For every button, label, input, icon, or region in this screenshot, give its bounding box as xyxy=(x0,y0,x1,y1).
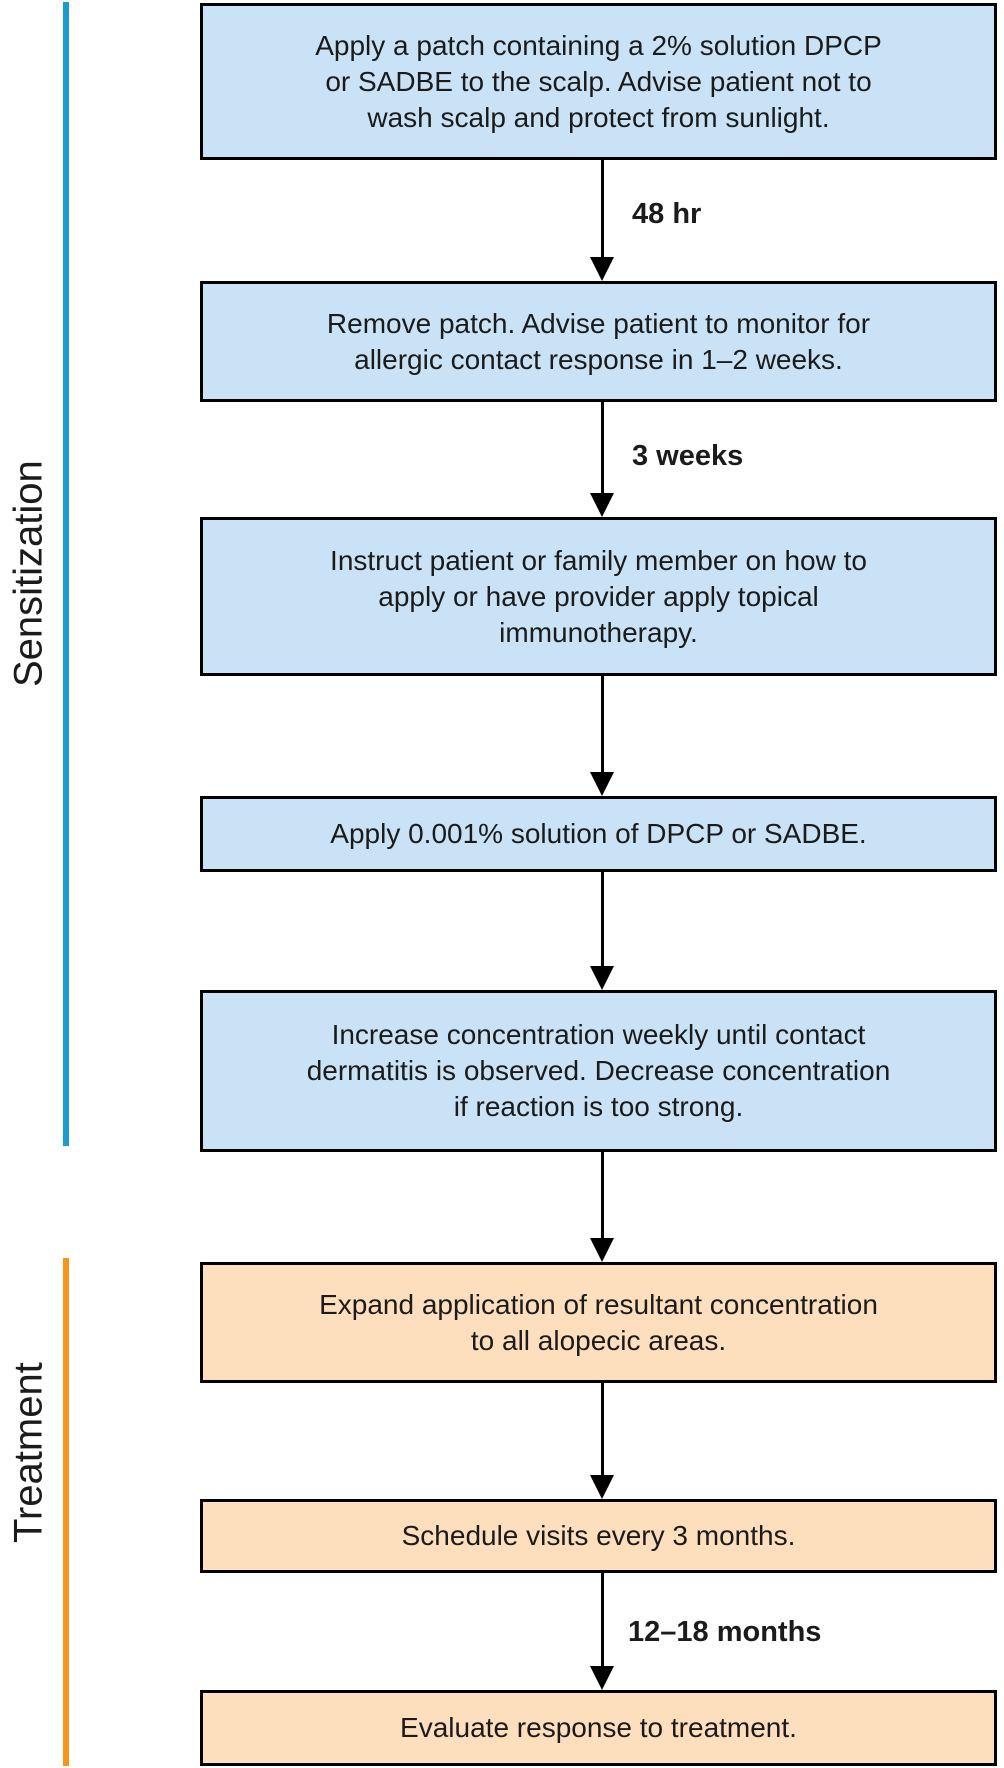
flow-arrow-6 xyxy=(589,1383,615,1499)
arrowhead-down-icon xyxy=(590,966,614,990)
arrow-label-48hr: 48 hr xyxy=(632,198,702,230)
sensitization-phase-line xyxy=(63,2,69,1146)
sensitization-phase-label: Sensitization xyxy=(6,460,51,688)
treatment-phase-line xyxy=(63,1258,69,1766)
arrow-shaft xyxy=(600,402,604,503)
node-expand-application: Expand application of resultant concentr… xyxy=(200,1262,997,1383)
arrowhead-down-icon xyxy=(590,493,614,517)
arrow-label-12-18-months: 12–18 months xyxy=(628,1616,822,1648)
node-apply-solution: Apply 0.001% solution of DPCP or SADBE. xyxy=(200,796,997,872)
arrow-label-3weeks: 3 weeks xyxy=(632,440,744,472)
node-instruct-patient: Instruct patient or family member on how… xyxy=(200,517,997,676)
node-evaluate-response: Evaluate response to treatment. xyxy=(200,1690,997,1766)
arrow-shaft xyxy=(600,1573,604,1676)
arrowhead-down-icon xyxy=(590,257,614,281)
arrowhead-down-icon xyxy=(590,1238,614,1262)
arrowhead-down-icon xyxy=(590,1666,614,1690)
arrowhead-down-icon xyxy=(590,1475,614,1499)
arrow-shaft xyxy=(600,676,604,782)
node-remove-patch: Remove patch. Advise patient to monitor … xyxy=(200,281,997,402)
flow-arrow-4 xyxy=(589,872,615,990)
flow-arrow-5 xyxy=(589,1152,615,1262)
treatment-phase-label: Treatment xyxy=(6,1362,51,1544)
node-schedule-visits: Schedule visits every 3 months. xyxy=(200,1499,997,1573)
flow-arrow-7 xyxy=(589,1573,615,1690)
flow-arrow-2 xyxy=(589,402,615,517)
arrow-shaft xyxy=(600,1152,604,1248)
arrow-shaft xyxy=(600,1383,604,1485)
arrow-shaft xyxy=(600,872,604,976)
arrowhead-down-icon xyxy=(590,772,614,796)
arrow-shaft xyxy=(600,160,604,267)
flow-arrow-3 xyxy=(589,676,615,796)
node-increase-concentration: Increase concentration weekly until cont… xyxy=(200,990,997,1152)
node-apply-patch: Apply a patch containing a 2% solution D… xyxy=(200,3,997,160)
flow-arrow-1 xyxy=(589,160,615,281)
